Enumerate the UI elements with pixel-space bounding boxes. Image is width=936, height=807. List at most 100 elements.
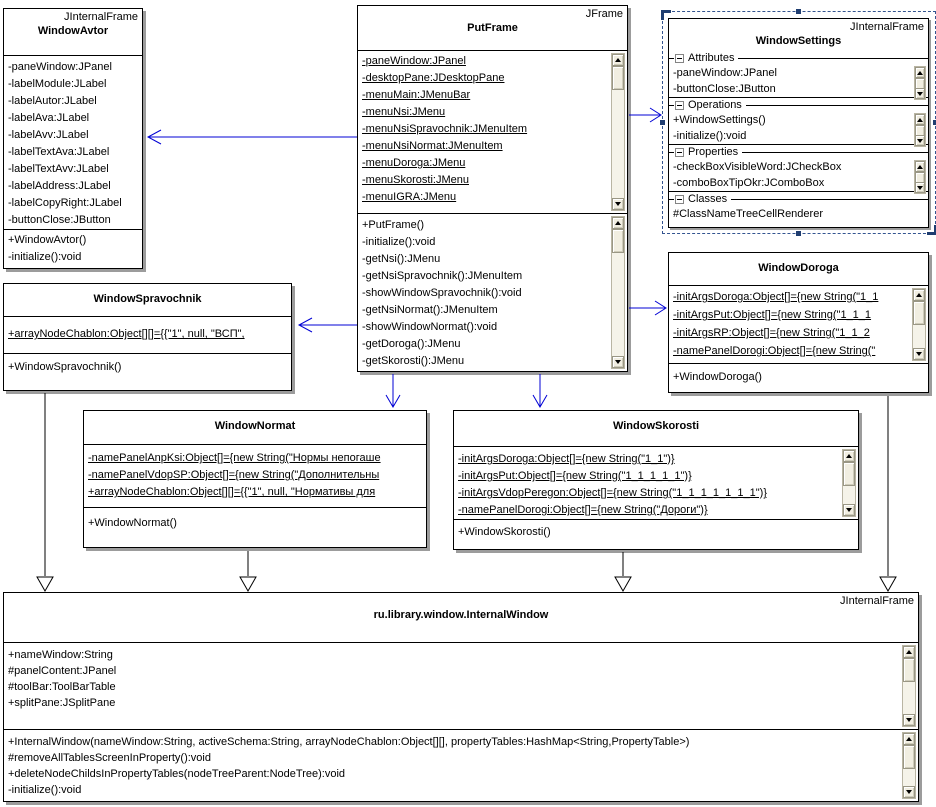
- vertical-scrollbar[interactable]: [902, 645, 916, 727]
- class-box-window-spravochnik[interactable]: WindowSpravochnik +arrayNodeChablon:Obje…: [3, 283, 292, 391]
- operation: -initialize():void: [673, 130, 747, 142]
- class-box-window-settings[interactable]: JInternalFrame WindowSettings Attributes…: [668, 18, 929, 228]
- operation: +deleteNodeChildsInPropertyTables(nodeTr…: [8, 768, 346, 780]
- operation: -initialize():void: [8, 784, 82, 796]
- scroll-down-icon[interactable]: [915, 182, 925, 193]
- selection-corner-handle[interactable]: [661, 10, 671, 13]
- scroll-up-icon[interactable]: [903, 646, 915, 658]
- scroll-down-icon[interactable]: [913, 348, 925, 360]
- class-box-window-skorosti[interactable]: WindowSkorosti -initArgsDoroga:Object[]=…: [453, 410, 859, 550]
- attribute: -menuNsiSpravochnik:JMenuItem: [362, 123, 528, 135]
- class-header: WindowSpravochnik: [4, 284, 291, 317]
- scroll-down-icon[interactable]: [612, 198, 624, 210]
- scroll-up-icon[interactable]: [612, 54, 624, 66]
- class-box-window-normat[interactable]: WindowNormat -namePanelAnpKsi:Object[]={…: [83, 410, 427, 548]
- attribute: #panelContent:JPanel: [8, 665, 117, 677]
- class-box-put-frame[interactable]: JFrame PutFrame -paneWindow:JPanel -desk…: [357, 5, 628, 372]
- selection-resize-handle[interactable]: [796, 9, 801, 14]
- selection-resize-handle[interactable]: [796, 231, 801, 236]
- scroll-down-icon[interactable]: [915, 135, 925, 146]
- scroll-up-icon[interactable]: [913, 289, 925, 301]
- attribute: -namePanelAnpKsi:Object[]={new String("Н…: [88, 452, 381, 464]
- vertical-scrollbar[interactable]: [912, 288, 926, 361]
- association-putframe-windowspravochnik[interactable]: [297, 317, 357, 333]
- scrollbar-thumb[interactable]: [612, 66, 624, 90]
- operation: -showWindowNormat():void: [362, 321, 498, 333]
- stereotype-label: JInternalFrame: [64, 11, 138, 23]
- collapse-minus-icon[interactable]: [675, 194, 684, 204]
- attributes-compartment: +arrayNodeChablon:Object[][]={{"1", null…: [4, 317, 291, 353]
- vertical-scrollbar[interactable]: [842, 449, 856, 517]
- operation: +WindowNormat(): [88, 517, 177, 529]
- class-header: JInternalFrame WindowAvtor: [4, 9, 142, 56]
- vertical-scrollbar[interactable]: [611, 216, 625, 369]
- scrollbar-thumb[interactable]: [903, 658, 915, 682]
- attribute: -menuNsi:JMenu: [362, 106, 446, 118]
- operation: -initialize():void: [362, 236, 436, 248]
- scroll-up-icon[interactable]: [915, 114, 925, 125]
- selection-corner-handle[interactable]: [934, 225, 936, 235]
- vertical-scrollbar[interactable]: [914, 160, 926, 194]
- vertical-scrollbar[interactable]: [611, 53, 625, 211]
- attribute: -paneWindow:JPanel: [673, 67, 777, 79]
- property: -checkBoxVisibleWord:JCheckBox: [673, 161, 842, 173]
- class-header: WindowNormat: [84, 411, 426, 445]
- scrollbar-thumb[interactable]: [913, 301, 925, 325]
- scroll-down-icon[interactable]: [612, 356, 624, 368]
- attributes-compartment: -initArgsDoroga:Object[]={new String("1_…: [454, 447, 858, 519]
- vertical-scrollbar[interactable]: [914, 113, 926, 147]
- association-putframe-windowskorosti[interactable]: [532, 374, 548, 408]
- vertical-scrollbar[interactable]: [902, 732, 916, 799]
- selection-resize-handle[interactable]: [660, 119, 665, 125]
- attribute: -menuSkorosti:JMenu: [362, 174, 469, 186]
- scroll-up-icon[interactable]: [612, 217, 624, 229]
- scroll-up-icon[interactable]: [843, 450, 855, 462]
- attribute: #toolBar:ToolBarTable: [8, 681, 116, 693]
- scrollbar-thumb[interactable]: [843, 462, 855, 486]
- collapse-minus-icon[interactable]: [675, 100, 684, 110]
- scroll-up-icon[interactable]: [915, 67, 925, 78]
- selection-resize-handle[interactable]: [933, 119, 936, 125]
- selection-corner-handle[interactable]: [661, 10, 664, 20]
- attribute: -initArgsDoroga:Object[]={new String("1_…: [458, 453, 675, 465]
- class-name: WindowSettings: [755, 35, 842, 47]
- scroll-down-icon[interactable]: [903, 714, 915, 726]
- scrollbar-thumb[interactable]: [903, 745, 915, 769]
- class-header: JFrame PutFrame: [358, 6, 627, 51]
- association-putframe-windowsettings[interactable]: [629, 107, 662, 123]
- attributes-compartment: -paneWindow:JPanel -desktopPane:JDesktop…: [358, 51, 627, 213]
- attribute: -labelCopyRight:JLabel: [8, 197, 122, 209]
- scroll-down-icon[interactable]: [903, 786, 915, 798]
- operation: +WindowDoroga(): [673, 371, 762, 383]
- operations-compartment: +PutFrame() -initialize():void -getNsi()…: [358, 213, 627, 371]
- association-putframe-windowavtor[interactable]: [146, 129, 357, 145]
- association-putframe-windowdoroga[interactable]: [629, 300, 667, 316]
- attribute: -labelAutor:JLabel: [8, 95, 97, 107]
- attribute: -namePanelDorogi:Object[]={new String(": [673, 345, 876, 357]
- collapse-minus-icon[interactable]: [675, 53, 684, 63]
- scroll-down-icon[interactable]: [915, 88, 925, 99]
- attribute: -labelAvv:JLabel: [8, 129, 89, 141]
- class-box-window-avtor[interactable]: JInternalFrame WindowAvtor -paneWindow:J…: [3, 8, 143, 269]
- collapse-minus-icon[interactable]: [675, 147, 684, 157]
- scroll-up-icon[interactable]: [903, 733, 915, 745]
- class-header: WindowDoroga: [669, 253, 928, 286]
- class-box-internal-window[interactable]: JInternalFrame ru.library.window.Interna…: [3, 592, 919, 802]
- attribute: +arrayNodeChablon:Object[][]={{"1", null…: [88, 486, 376, 498]
- scrollbar-thumb[interactable]: [612, 229, 624, 253]
- selection-corner-handle[interactable]: [927, 232, 936, 235]
- vertical-scrollbar[interactable]: [914, 66, 926, 100]
- class-name: WindowAvtor: [37, 25, 109, 37]
- attribute: -initArgsPut:Object[]={new String("1_1_1: [673, 309, 872, 321]
- class-box-window-doroga[interactable]: WindowDoroga -initArgsDoroga:Object[]={n…: [668, 252, 929, 393]
- operation: -showWindowSpravochnik():void: [362, 287, 522, 299]
- operations-compartment: +WindowSpravochnik(): [4, 353, 291, 390]
- section-label: Properties: [688, 146, 739, 158]
- scroll-up-icon[interactable]: [915, 161, 925, 172]
- association-putframe-windownormat[interactable]: [385, 374, 401, 408]
- scroll-down-icon[interactable]: [843, 504, 855, 516]
- stereotype-label: JInternalFrame: [850, 21, 924, 33]
- operation: +WindowSettings(): [673, 114, 766, 126]
- section-label: Operations: [688, 99, 742, 111]
- attribute: -buttonClose:JButton: [673, 83, 776, 95]
